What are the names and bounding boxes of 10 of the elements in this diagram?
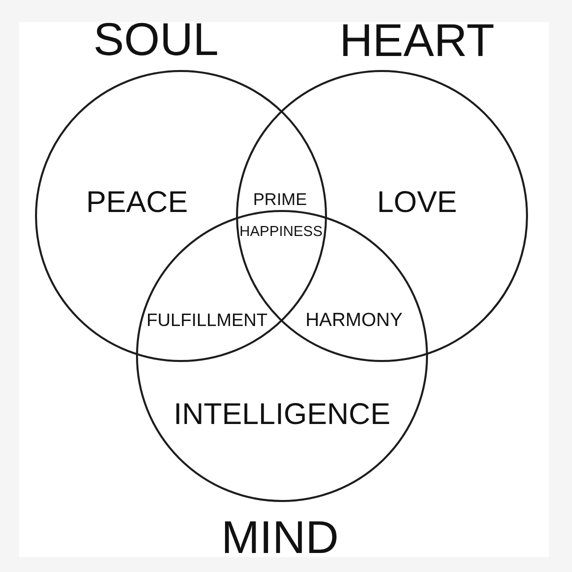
circle-title: HEART: [339, 17, 495, 64]
overlap-label: FULFILLMENT: [146, 311, 268, 330]
overlap-label: HAPPINESS: [240, 225, 322, 240]
region-label: PEACE: [86, 188, 188, 218]
circle-title: MIND: [221, 514, 339, 560]
overlap-label: PRIME: [253, 190, 307, 208]
region-label: LOVE: [376, 188, 458, 218]
circle-title: SOUL: [93, 16, 219, 62]
overlap-label: HARMONY: [305, 310, 403, 330]
region-label: INTELLIGENCE: [174, 400, 390, 430]
